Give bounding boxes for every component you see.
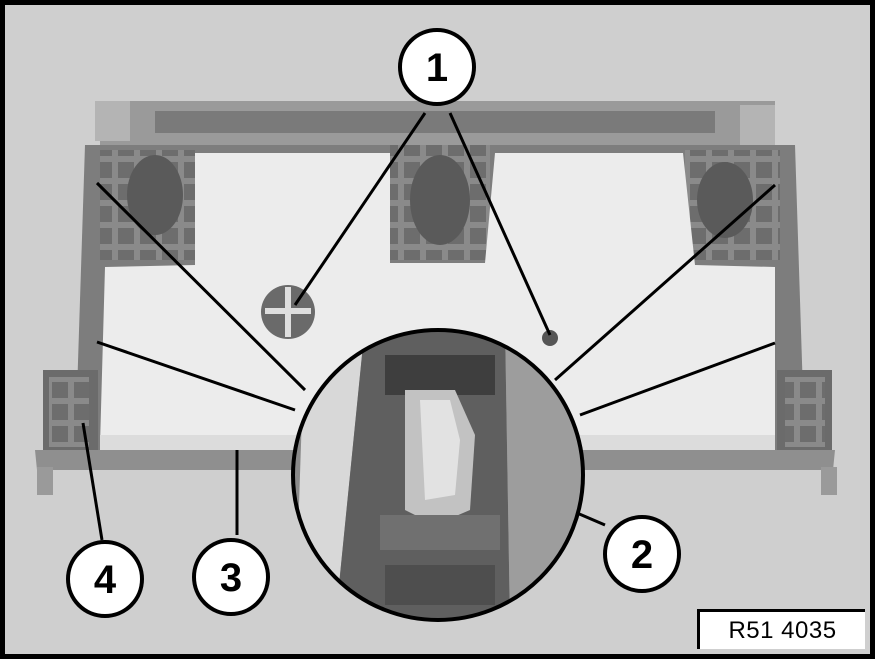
callout-3-label: 3 [220,556,242,600]
callout-1-label: 1 [426,46,448,90]
part-photo: 1 2 3 4 [35,28,837,622]
insulation-mat [100,153,775,445]
reference-code-box: R51 4035 [697,609,865,649]
reference-code: R51 4035 [728,616,837,644]
callout-3: 3 [192,538,270,616]
callout-2-label: 2 [631,533,653,577]
callout-1: 1 [398,28,476,106]
clip-hole-right [542,330,558,346]
callout-4-label: 4 [94,558,117,602]
magnifier-ring [291,328,585,622]
callout-2: 2 [603,515,681,593]
callout-4: 4 [66,540,144,618]
